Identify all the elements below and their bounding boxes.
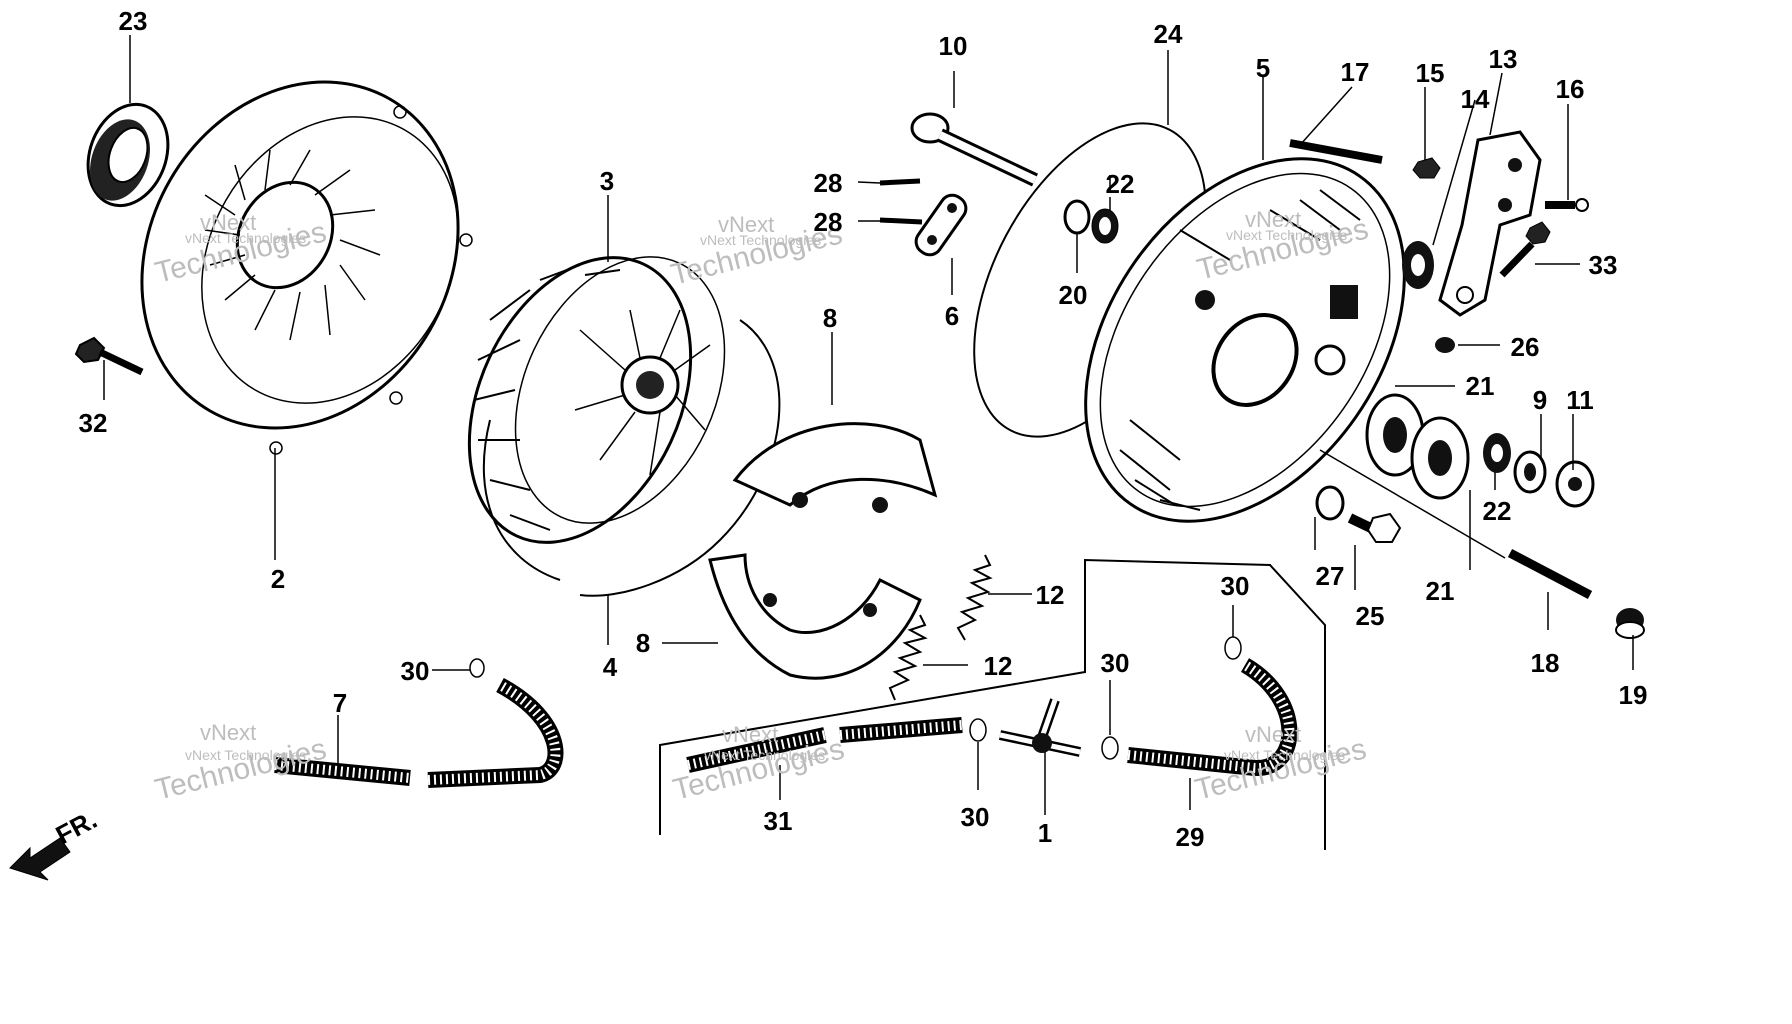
callout-22-lower: 22 [1483,496,1512,526]
pin-16-part [1545,198,1589,212]
stud-17-part [1289,139,1383,164]
callout-18: 18 [1531,648,1560,678]
callout-1: 1 [1038,818,1052,848]
callout-20: 20 [1059,280,1088,310]
callout-21-upper: 21 [1466,371,1495,401]
callout-16: 16 [1556,74,1585,104]
watermark-text: vNext Technologies [700,232,821,248]
callout-30-middle: 30 [961,802,990,832]
cam-shaft-part [910,112,1038,187]
callout-33: 33 [1589,250,1618,280]
callout-28-lower: 28 [814,207,843,237]
washer-14-part [1402,241,1434,289]
callout-19: 19 [1619,680,1648,710]
callout-15: 15 [1416,58,1445,88]
clip-30-b-part [969,718,987,742]
front-direction-arrow: FR. [9,804,102,881]
drum-cover-part [140,80,473,455]
callout-24: 24 [1154,19,1183,49]
brake-shoe-lower-part [708,553,922,680]
callout-9: 9 [1533,385,1547,415]
callout-31: 31 [764,806,793,836]
pin-28-upper-part [879,178,921,186]
nut-15-part [1412,157,1441,179]
callout-21-lower: 21 [1426,576,1455,606]
callout-17: 17 [1341,57,1370,87]
oil-seal-part [86,102,170,208]
callout-13: 13 [1489,44,1518,74]
callout-7: 7 [333,688,347,718]
bearing-21-lower-part [1410,416,1470,500]
bearing-21-upper-part [1365,393,1425,477]
watermark-text: vNext Technologies [185,747,306,763]
callout-12-lower: 12 [984,651,1013,681]
callout-6: 6 [945,301,959,331]
watermark-text: vNext Technologies [1226,227,1347,243]
callout-25: 25 [1356,601,1385,631]
seal-22-lower-part [1483,433,1511,473]
watermark-text: vNext Technologies [1224,747,1345,763]
tee-joint-part [998,698,1082,757]
brake-panel-part [1084,157,1406,523]
assembly-bracket-lines [659,558,1326,850]
pin-28-lower-part [879,217,923,225]
watermark-text: vNext Technologies [185,230,306,246]
bolt-25-part [1347,512,1402,543]
leader-lines [103,35,1634,815]
seal-22-upper-part [1091,208,1119,244]
callout-11: 11 [1566,385,1594,415]
callout-29: 29 [1176,822,1205,852]
bolt-32-part [74,336,144,376]
watermark-text: vNext [1245,207,1301,232]
callout-32: 32 [79,408,108,438]
watermark-text: vNext [200,720,256,745]
callout-5: 5 [1256,53,1270,83]
link-plate-part [914,193,968,257]
watermark-text: vNext [200,210,256,235]
axle-part [1319,449,1593,599]
watermark-text: vNext [718,212,774,237]
callout-8-upper: 8 [823,303,837,333]
ring-band-part [482,319,781,597]
callout-12-upper: 12 [1036,580,1065,610]
washer-9-part [1513,450,1547,494]
callout-labels: 23 2 32 3 4 8 8 10 28 28 6 12 12 24 5 17… [79,6,1648,852]
nut-19-part [1615,608,1645,639]
callout-2: 2 [271,564,285,594]
clip-30-c-part [1101,736,1119,760]
callout-10: 10 [939,31,968,61]
hose-7-part [274,677,564,788]
callout-4: 4 [603,652,618,682]
watermark-text: vNext [722,722,778,747]
callout-3: 3 [600,166,614,196]
watermark-text: vNext [1245,722,1301,747]
watermark-text: vNext Technologies [704,747,825,763]
callout-23: 23 [119,6,148,36]
callout-30-upper-right: 30 [1221,571,1250,601]
spring-lower-part [888,614,928,701]
nut-26-part [1435,337,1455,353]
callout-27: 27 [1316,561,1345,591]
hose-31-part [686,717,963,773]
clip-30-d-part [1224,636,1242,660]
brake-arm-part [1438,130,1542,317]
callout-30-left: 30 [401,656,430,686]
callout-14: 14 [1461,84,1490,114]
callout-28-upper: 28 [814,168,843,198]
bolt-33-part [1499,221,1551,278]
hose-29-part [1127,658,1298,776]
clip-30-a-part [469,658,485,678]
callout-8-lower: 8 [636,628,650,658]
callout-30-right: 30 [1101,648,1130,678]
seal-20-part [1063,199,1091,235]
callout-22-upper: 22 [1106,169,1135,199]
indicator-plate-part [1555,460,1595,508]
washer-27-part [1315,485,1345,521]
spring-upper-part [956,554,993,641]
callout-26: 26 [1511,332,1540,362]
brake-shoe-upper-part [732,422,938,513]
